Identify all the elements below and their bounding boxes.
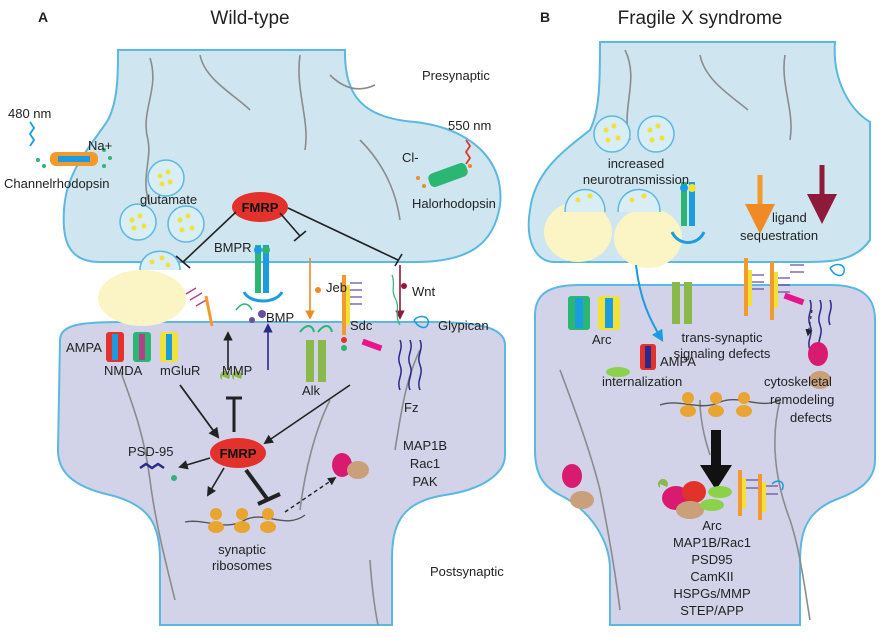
label-550nm: 550 nm	[448, 118, 491, 133]
glial-cell-a	[98, 270, 186, 326]
label-ligand: ligand	[772, 210, 807, 225]
label-ribosomes: ribosomes	[212, 558, 272, 573]
label-mglur: mGluR	[160, 363, 200, 378]
vesicle-group-a	[119, 159, 205, 271]
vesicle-group-b	[564, 115, 675, 213]
fmrp-pre-a	[232, 192, 288, 222]
ribosomes-a	[208, 508, 276, 533]
outcome-arc: Arc	[702, 518, 722, 533]
outcome-step-app: STEP/APP	[680, 603, 744, 618]
label-presynaptic: Presynaptic	[422, 68, 490, 83]
presynaptic-terminal-a	[62, 49, 502, 263]
panel-b-letter: B	[540, 9, 550, 25]
label-ampa-b: AMPA	[660, 354, 696, 369]
ionotropic-receptors	[106, 332, 178, 362]
fmrp-post-a	[210, 438, 266, 468]
outcome-map1b-rac1: MAP1B/Rac1	[673, 535, 751, 550]
blue-light-wave	[28, 121, 36, 147]
alk-receptor	[299, 325, 333, 382]
outcome-camkii: CamKII	[690, 569, 733, 584]
map1b-blobs-a	[332, 453, 369, 479]
label-internalization: internalization	[602, 374, 682, 389]
fmrp-pre-label: FMRP	[242, 200, 279, 215]
halorhodopsin-protein	[416, 162, 472, 188]
label-neurotransmission: neurotransmission	[583, 172, 689, 187]
label-arc: Arc	[592, 332, 612, 347]
bmpr-receptor	[242, 245, 284, 303]
label-glutamate: glutamate	[140, 192, 197, 207]
label-remodeling: remodeling	[770, 392, 834, 407]
sdc-protein	[341, 275, 362, 351]
label-synaptic: synaptic	[218, 542, 266, 557]
presynaptic-terminal-b	[527, 41, 871, 263]
label-signaling-defects: signaling defects	[674, 346, 771, 361]
panel-a-title: Wild-type	[210, 8, 289, 29]
label-map1b: MAP1B	[403, 438, 447, 453]
mrna-strand-a	[184, 514, 306, 526]
panel-a-letter: A	[38, 9, 48, 25]
label-sequestration: sequestration	[740, 228, 818, 243]
label-jeb: Jeb	[326, 280, 347, 295]
panel-b-title: Fragile X syndrome	[618, 8, 783, 29]
outcome-list: Arc MAP1B/Rac1 PSD95 CamKII HSPGs/MMP ST…	[673, 518, 751, 618]
outcome-hspgs-mmp: HSPGs/MMP	[673, 586, 750, 601]
fmrp-post-label: FMRP	[220, 446, 257, 461]
label-fz: Fz	[404, 400, 418, 415]
label-480nm: 480 nm	[8, 106, 51, 121]
label-sdc: Sdc	[350, 318, 373, 333]
panel-b	[527, 41, 876, 626]
label-na: Na+	[88, 138, 112, 153]
label-ampa: AMPA	[66, 340, 102, 355]
label-psd95: PSD-95	[128, 444, 174, 459]
label-glypican: Glypican	[438, 318, 489, 333]
label-rac1: Rac1	[410, 456, 440, 471]
label-mmp: MMP	[222, 363, 252, 378]
label-cytoskeletal: cytoskeletal	[764, 374, 832, 389]
label-halorhodopsin: Halorhodopsin	[412, 196, 496, 211]
label-postsynaptic: Postsynaptic	[430, 564, 504, 579]
red-light-wave	[464, 139, 472, 165]
label-nmda: NMDA	[104, 363, 143, 378]
channelrhodopsin-protein	[36, 148, 112, 168]
label-wnt: Wnt	[412, 284, 436, 299]
panel-a	[28, 49, 506, 626]
outcome-psd95: PSD95	[691, 552, 732, 567]
postsynaptic-spine-a	[56, 321, 506, 626]
label-bmpr: BMPR	[214, 240, 252, 255]
label-alk: Alk	[302, 383, 321, 398]
overexpressed-protein-cluster	[658, 470, 784, 520]
label-cl: Cl-	[402, 150, 419, 165]
label-increased: increased	[608, 156, 664, 171]
label-pak: PAK	[412, 474, 437, 489]
label-bmp: BMP	[266, 310, 294, 325]
label-trans-synaptic: trans-synaptic	[682, 330, 763, 345]
label-channelrhodopsin: Channelrhodopsin	[4, 176, 110, 191]
label-defects: defects	[790, 410, 832, 425]
